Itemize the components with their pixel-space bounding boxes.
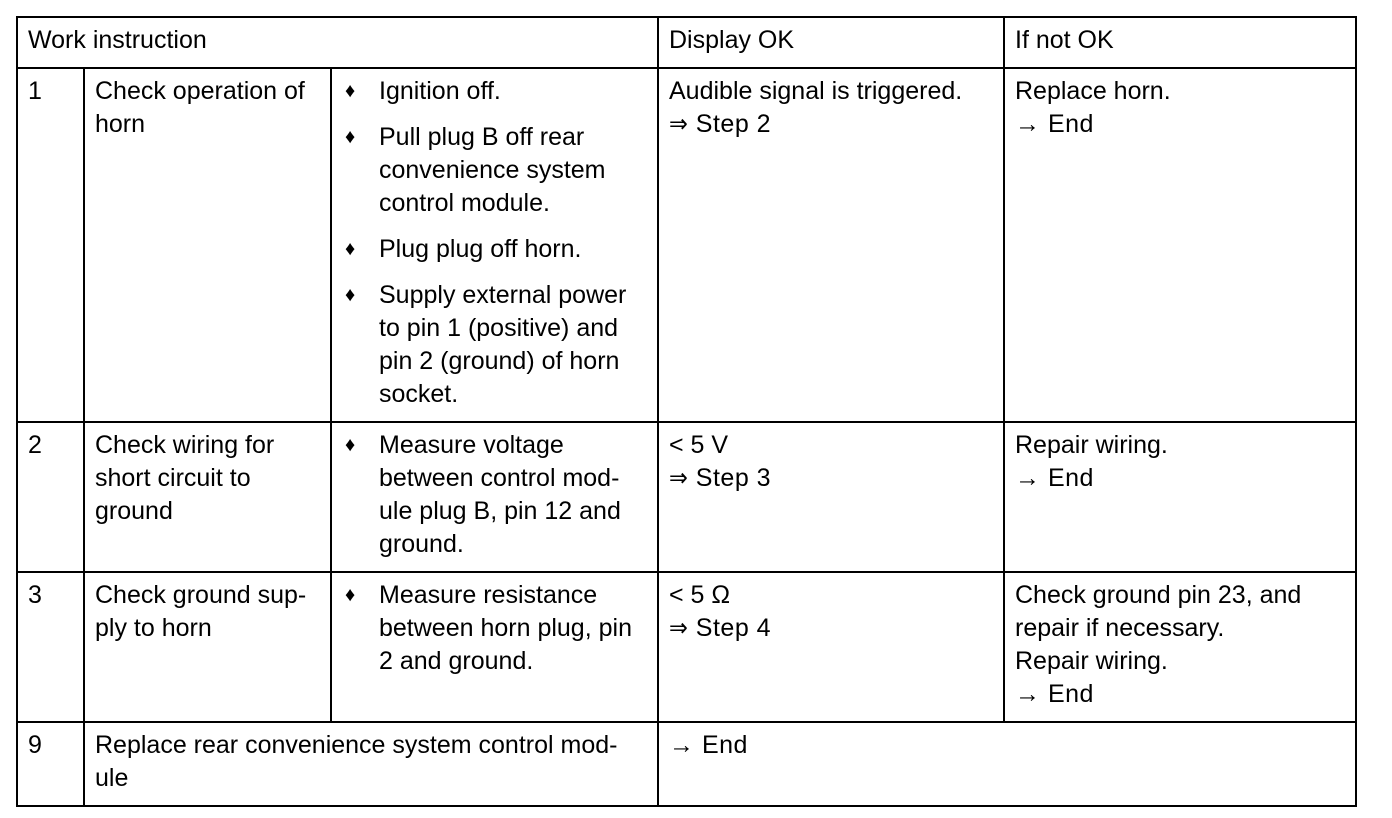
display-ok-cell: < 5 V ⇒ Step 3: [657, 421, 1005, 573]
list-item: ♦ Plug plug off horn.: [342, 233, 647, 266]
table-row: 9 Replace rear convenience system contro…: [16, 721, 1357, 807]
step-bullet-list-cell: ♦ Ignition off. ♦ Pull plug B off rear c…: [330, 67, 659, 423]
table-header: Work instruction Display OK If not OK: [16, 16, 1357, 69]
step-bullet-list-cell: ♦ Measure voltage between control mod-ul…: [330, 421, 659, 573]
step-number: 9: [16, 721, 85, 807]
display-ok-next-step: ⇒ Step 3: [669, 464, 772, 492]
diamond-bullet-icon: ♦: [345, 80, 356, 102]
list-item-label: Plug plug off horn.: [379, 235, 582, 263]
table-header-row: Work instruction Display OK If not OK: [16, 16, 1357, 69]
bullet-list: ♦ Ignition off. ♦ Pull plug B off rear c…: [342, 75, 647, 411]
if-not-ok-line: Repair wiring.: [1015, 431, 1168, 459]
list-item: ♦ Ignition off.: [342, 75, 647, 108]
if-not-ok-end: → End: [1015, 464, 1094, 492]
table-body: 1 Check operation of horn ♦ Ignition off…: [16, 67, 1357, 807]
table-row: 2 Check wiring for short circuit to grou…: [16, 421, 1357, 573]
column-header-if-not-ok: If not OK: [1003, 16, 1357, 69]
step-description: Check operation of horn: [83, 67, 332, 423]
list-item: ♦ Measure voltage between control mod-ul…: [342, 429, 647, 561]
display-ok-cell: < 5 Ω ⇒ Step 4: [657, 571, 1005, 723]
diamond-bullet-icon: ♦: [345, 126, 356, 148]
display-ok-next-step: ⇒ Step 2: [669, 110, 772, 138]
list-item-label: Ignition off.: [379, 77, 501, 105]
if-not-ok-cell: Replace horn. → End: [1003, 67, 1357, 423]
if-not-ok-end: → End: [1015, 110, 1094, 138]
bullet-list: ♦ Measure resistance between horn plug, …: [342, 579, 647, 678]
list-item: ♦ Pull plug B off rear convenience syste…: [342, 121, 647, 220]
if-not-ok-cell: Repair wiring. → End: [1003, 421, 1357, 573]
display-ok-line: < 5 V: [669, 431, 729, 459]
step-description: Check wiring for short circuit to ground: [83, 421, 332, 573]
column-header-work-instruction: Work instruction: [16, 16, 659, 69]
if-not-ok-line: Repair wiring.: [1015, 647, 1168, 675]
diamond-bullet-icon: ♦: [345, 284, 356, 306]
display-ok-line: Audible signal is triggered.: [669, 77, 963, 105]
bullet-list: ♦ Measure voltage between control mod-ul…: [342, 429, 647, 561]
list-item-label: Pull plug B off rear convenience system …: [379, 123, 606, 217]
table-row: 3 Check ground sup-ply to horn ♦ Measure…: [16, 571, 1357, 723]
display-ok-next-step: ⇒ Step 4: [669, 614, 772, 642]
display-ok-cell: → End: [657, 721, 1357, 807]
if-not-ok-cell: Check ground pin 23, and repair if neces…: [1003, 571, 1357, 723]
diamond-bullet-icon: ♦: [345, 238, 356, 260]
step-number: 2: [16, 421, 85, 573]
table-row: 1 Check operation of horn ♦ Ignition off…: [16, 67, 1357, 423]
list-item-label: Measure voltage between control mod-ule …: [379, 431, 621, 558]
if-not-ok-line: Replace horn.: [1015, 77, 1171, 105]
column-header-display-ok: Display OK: [657, 16, 1005, 69]
list-item-label: Measure resistance between horn plug, pi…: [379, 581, 632, 675]
step-description: Check ground sup-ply to horn: [83, 571, 332, 723]
step-bullet-list-cell: ♦ Measure resistance between horn plug, …: [330, 571, 659, 723]
list-item: ♦ Measure resistance between horn plug, …: [342, 579, 647, 678]
list-item: ♦ Supply external power to pin 1 (positi…: [342, 279, 647, 411]
if-not-ok-end: → End: [1015, 680, 1094, 708]
step-description: Replace rear convenience system control …: [83, 721, 659, 807]
diamond-bullet-icon: ♦: [345, 584, 356, 606]
display-ok-line: < 5 Ω: [669, 581, 731, 609]
diamond-bullet-icon: ♦: [345, 434, 356, 456]
step-number: 1: [16, 67, 85, 423]
step-number: 3: [16, 571, 85, 723]
work-instruction-table: Work instruction Display OK If not OK 1 …: [16, 16, 1357, 807]
list-item-label: Supply external power to pin 1 (positive…: [379, 281, 627, 408]
if-not-ok-line: Check ground pin 23, and repair if neces…: [1015, 581, 1302, 642]
display-ok-cell: Audible signal is triggered. ⇒ Step 2: [657, 67, 1005, 423]
